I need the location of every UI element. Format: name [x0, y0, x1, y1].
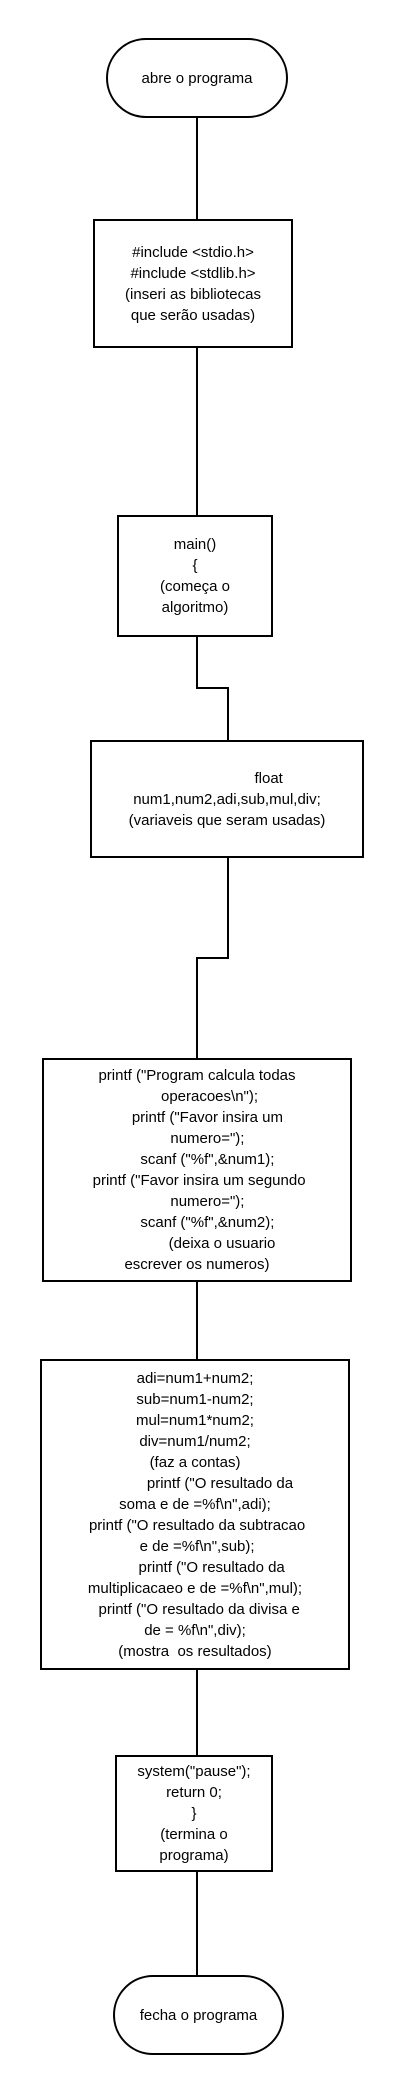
start-terminal: abre o programa: [106, 38, 288, 118]
finish-process-box: system("pause"); return 0; } (termina o …: [115, 1755, 273, 1872]
main-process-box: main() { (começa o algoritmo): [117, 515, 273, 637]
connector-declare-to-input: [196, 858, 229, 1058]
input-process-label: printf ("Program calcula todas operacoes…: [92, 1067, 306, 1273]
declare-process-box: float num1,num2,adi,sub,mul,div; (variav…: [90, 740, 364, 858]
includes-process-label: #include <stdio.h> #include <stdlib.h> (…: [125, 243, 261, 324]
end-terminal-label: fecha o programa: [139, 2006, 258, 2024]
start-terminal-label: abre o programa: [141, 69, 253, 87]
compute-process-box: adi=num1+num2; sub=num1-num2; mul=num1*n…: [40, 1359, 350, 1670]
connector-main-to-declare: [196, 637, 229, 740]
finish-process-label: system("pause"); return 0; } (termina o …: [137, 1763, 251, 1864]
includes-process-box: #include <stdio.h> #include <stdlib.h> (…: [93, 219, 293, 348]
input-process-box: printf ("Program calcula todas operacoes…: [42, 1058, 352, 1282]
compute-process-label: adi=num1+num2; sub=num1-num2; mul=num1*n…: [87, 1369, 306, 1660]
declare-process-label: float num1,num2,adi,sub,mul,div; (variav…: [128, 769, 326, 829]
main-process-label: main() { (começa o algoritmo): [159, 536, 231, 616]
end-terminal: fecha o programa: [113, 1975, 284, 2055]
